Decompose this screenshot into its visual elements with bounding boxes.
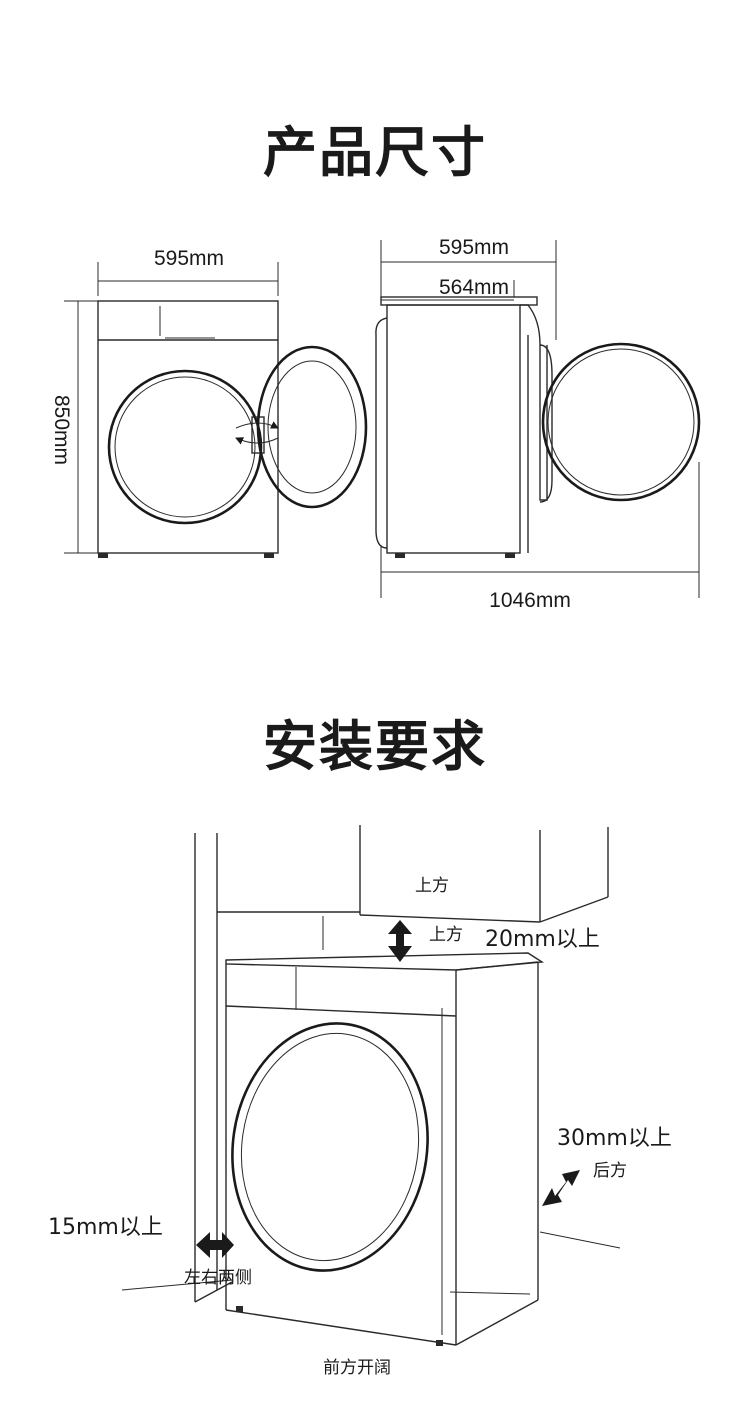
door-open-depth-label: 1046mm [489,589,571,612]
back-clearance-label: 后方 [593,1161,627,1181]
side-view-washer [375,240,701,598]
top-clearance-value: 20mm以上 [485,927,600,952]
product-size-heading: 产品尺寸 [263,121,487,184]
side-depth-body-label: 564mm [439,276,509,299]
back-clearance-value: 30mm以上 [557,1126,672,1151]
installation-scene [121,825,621,1346]
side-clearance-value: 15mm以上 [48,1215,163,1240]
side-depth-total-label: 595mm [439,236,509,259]
height-label: 850mm [50,395,73,465]
install-requirements-heading: 安装要求 [263,715,487,778]
front-clearance-label: 前方开阔 [323,1358,391,1378]
front-width-label: 595mm [154,247,224,270]
top-area-label: 上方 [415,876,449,896]
side-clearance-label: 左右两侧 [184,1268,252,1288]
front-view-washer [64,262,368,558]
top-clearance-label: 上方 [429,925,463,945]
